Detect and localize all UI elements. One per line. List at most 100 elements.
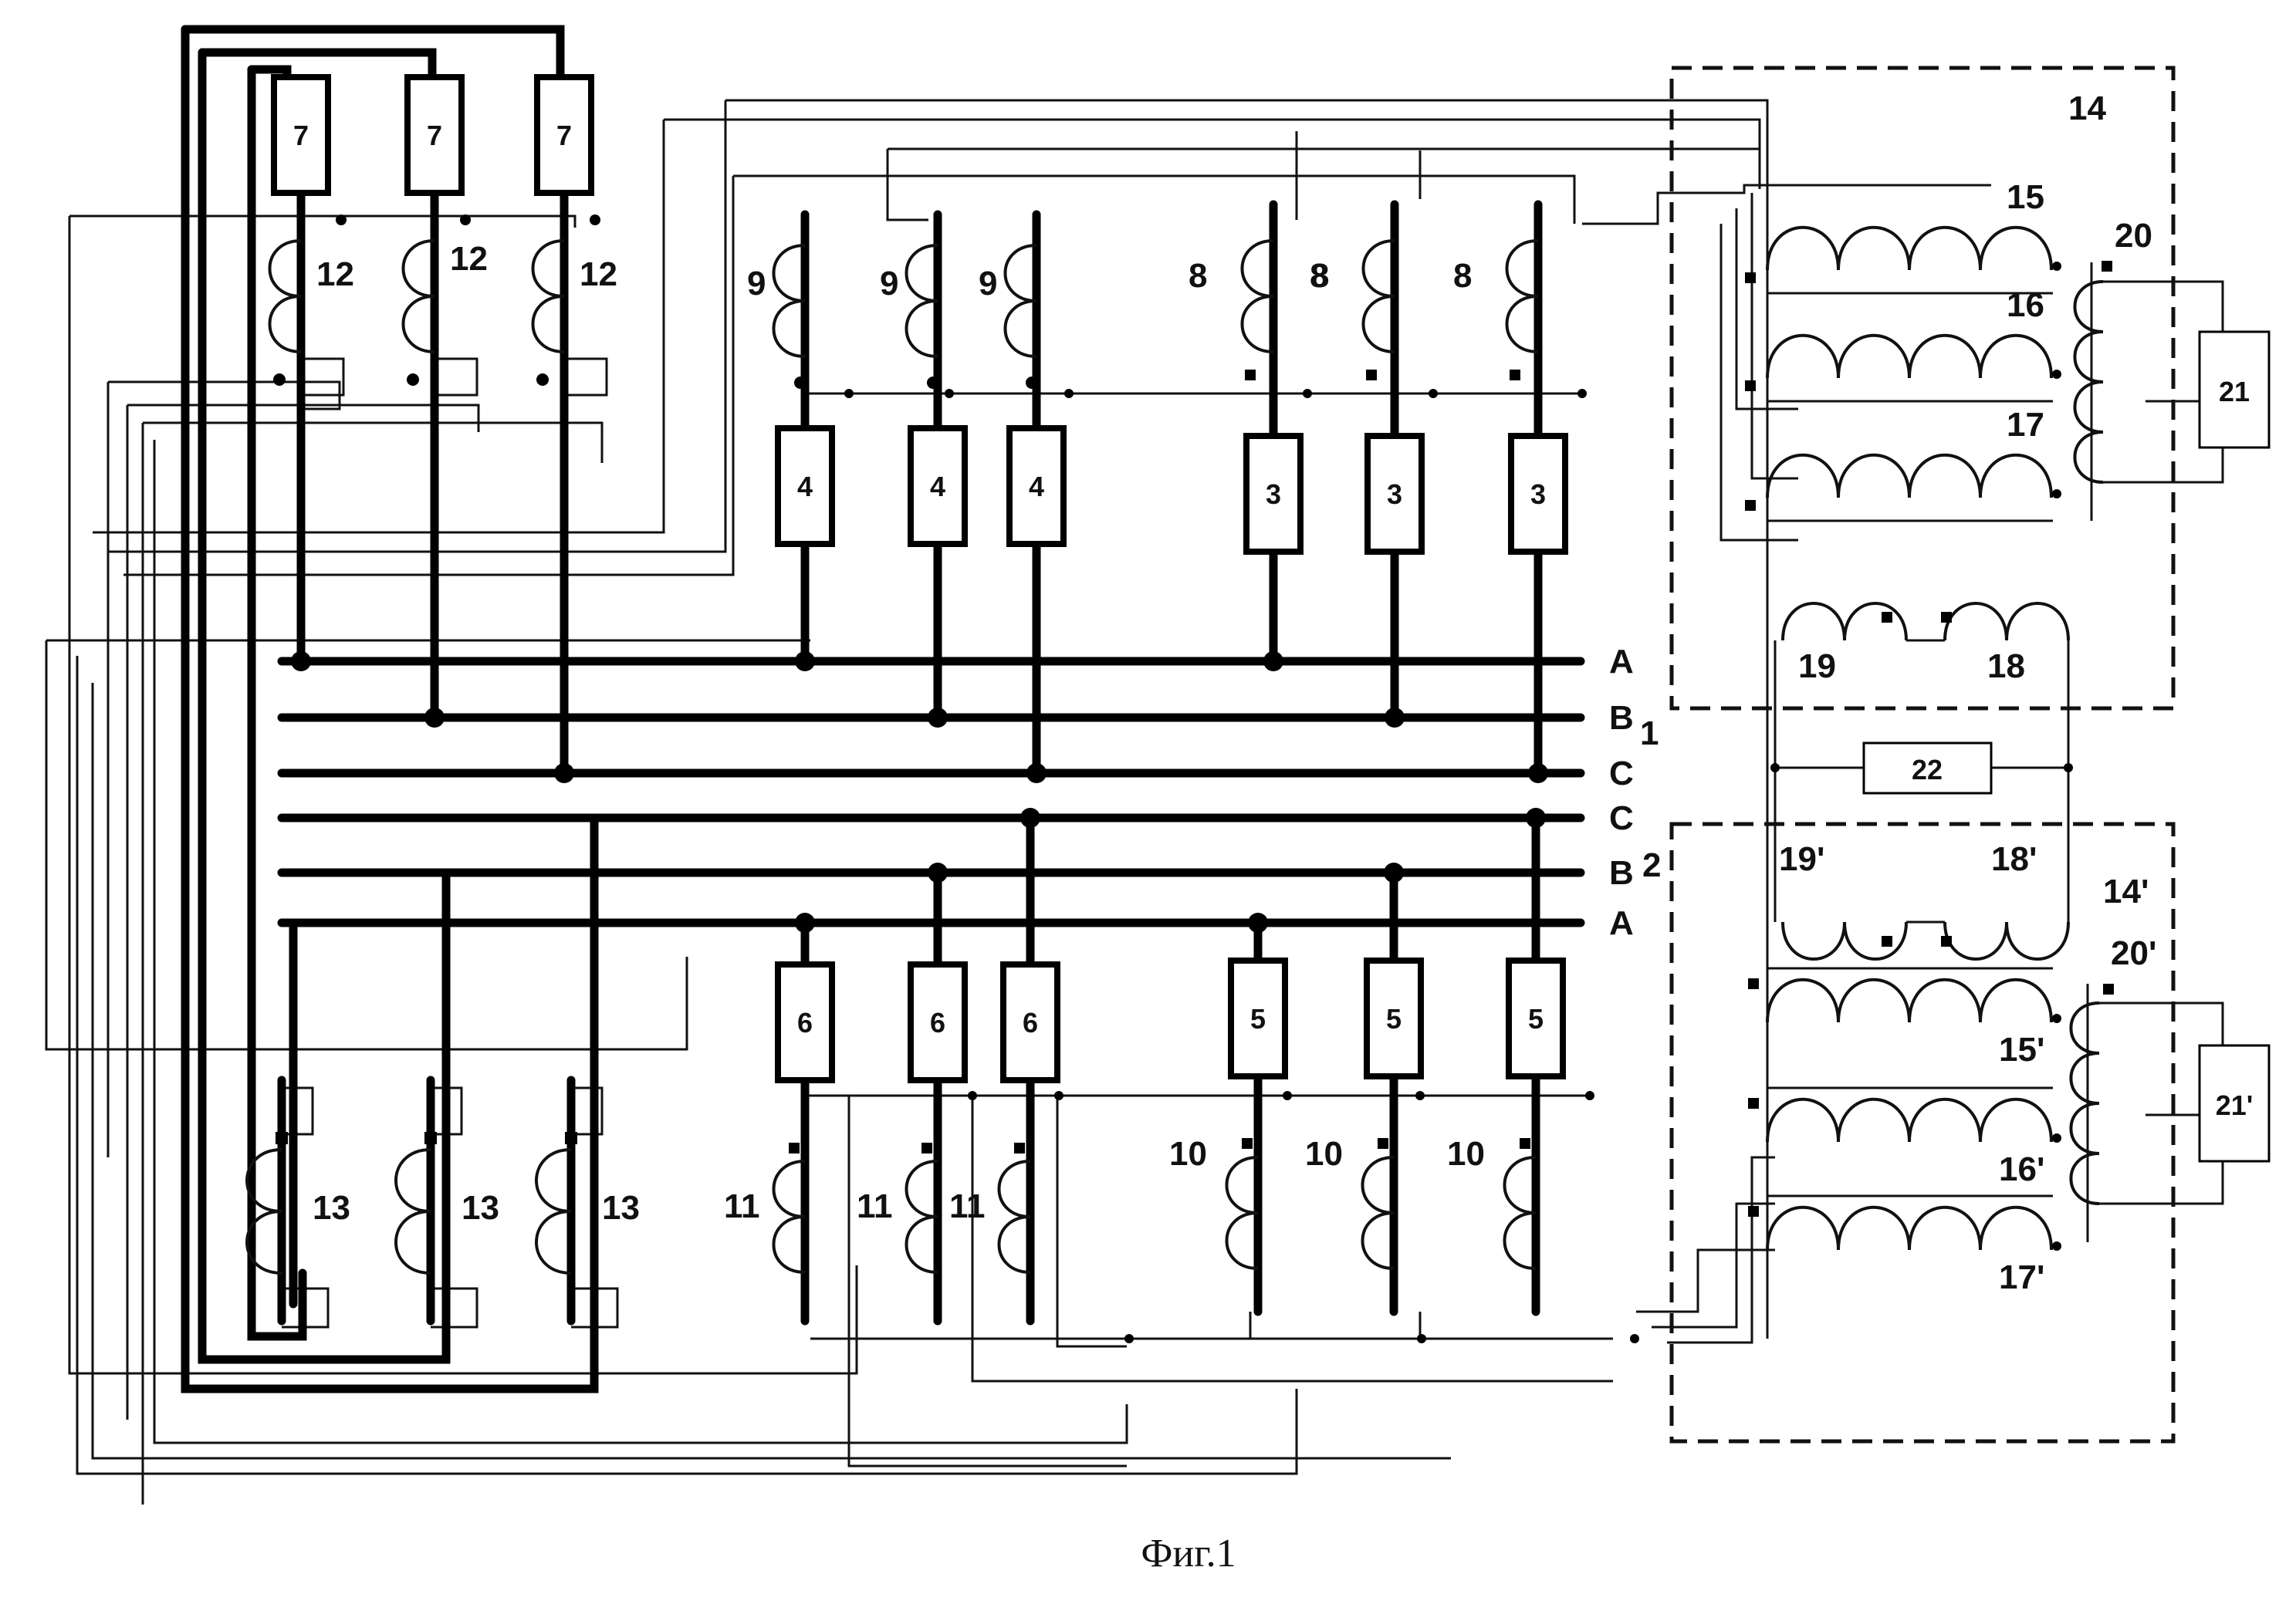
unit-14p-frame [1672, 824, 2173, 1441]
polarity-mark [1242, 1138, 1253, 1149]
junction-dot [1528, 763, 1548, 783]
wire [1721, 224, 1798, 540]
bus1-number: 1 [1640, 714, 1659, 752]
coil-10-3 [1505, 1157, 1537, 1268]
polarity-mark [1366, 370, 1377, 380]
junction-dot [1064, 389, 1074, 398]
polarity-mark [1510, 370, 1520, 380]
winding-w17-label: 17 [2007, 406, 2044, 444]
polarity-mark [1748, 978, 1759, 989]
junction-dot [1026, 763, 1047, 783]
thin-wiring [46, 100, 2223, 1505]
polarity-mark [1748, 1206, 1759, 1217]
coil-10-2 [1363, 1157, 1395, 1268]
block-5-2-label: 5 [1386, 1003, 1402, 1035]
polarity-mark [1941, 612, 1952, 623]
coil-11-2 [907, 1161, 938, 1272]
winding-w17p [1767, 1208, 2051, 1250]
coil-11-label-3: 11 [949, 1187, 986, 1225]
coil-13-label-3: 13 [602, 1189, 640, 1227]
junction-dot [1263, 651, 1283, 671]
coil-13-2 [396, 1150, 431, 1273]
block-6-2-label: 6 [930, 1007, 945, 1039]
coil-12-3 [533, 241, 565, 352]
coil-11-3 [999, 1161, 1031, 1272]
winding-w15-label: 15 [2007, 178, 2044, 216]
junction-dot [336, 214, 347, 225]
junction-dot [795, 651, 815, 671]
junction-dot [1283, 1091, 1292, 1100]
wire [1057, 1096, 1127, 1346]
coil-12-label-2: 12 [450, 240, 488, 278]
junction-dot [928, 708, 948, 728]
polarity-mark [565, 1132, 577, 1144]
coil-11-1 [774, 1161, 806, 1272]
wire [564, 359, 607, 395]
wire [2099, 1003, 2223, 1045]
coil-12-label-3: 12 [580, 255, 617, 293]
junction-dot [1054, 1091, 1063, 1100]
block-7-3-label: 7 [556, 120, 572, 151]
block-5-3-label: 5 [1528, 1003, 1544, 1035]
wire [1582, 185, 1991, 224]
coil-8-label-extra: 8 [1310, 257, 1329, 295]
coil-10-label-3: 10 [1447, 1135, 1485, 1173]
junction-dot [1020, 808, 1040, 828]
junction-dot [460, 214, 471, 225]
coil-9-label-3: 9 [979, 265, 997, 302]
polarity-mark [1378, 1138, 1388, 1149]
polarity-mark [1941, 936, 1952, 947]
polarity-mark [1882, 936, 1892, 947]
coil-12-1 [270, 241, 302, 352]
unit-14p-label: 14' [2103, 873, 2149, 910]
coil-10-label-1: 10 [1169, 1135, 1207, 1173]
junction-dot [1429, 389, 1438, 398]
coil-13-3 [536, 1150, 571, 1273]
winding-w17p-label: 17' [1999, 1258, 2044, 1296]
winding-w18p-label: 18' [1991, 840, 2037, 878]
wire [202, 52, 446, 1359]
junction-dot [1026, 377, 1038, 389]
winding-w15p-label: 15' [1999, 1031, 2044, 1069]
coil-8-3 [1507, 241, 1539, 352]
wire [431, 1289, 477, 1327]
bus2-phase-c: C [1609, 799, 1634, 837]
block-3-2-label: 3 [1387, 478, 1402, 510]
block-7-1-label: 7 [293, 120, 309, 151]
wire [77, 656, 1297, 1474]
block-6-3-label: 6 [1023, 1007, 1038, 1039]
winding-w20p-label: 20' [2111, 934, 2156, 972]
wire [301, 359, 343, 395]
junction-dot [554, 763, 574, 783]
winding-w18p [1945, 922, 2068, 959]
figure-caption: Фиг.1 [1141, 1532, 1236, 1576]
coil-9-label-2: 9 [880, 265, 898, 302]
wire [2103, 448, 2223, 482]
junction-dot [1577, 389, 1587, 398]
winding-w16-label: 16 [2007, 286, 2044, 324]
winding-w16p [1767, 1099, 2051, 1142]
unit-14-label: 14 [2068, 90, 2106, 127]
wire [69, 216, 575, 228]
polarity-mark [2102, 261, 2112, 272]
winding-w18-label: 18 [1987, 647, 2025, 685]
block-7-2-label: 7 [427, 120, 442, 151]
junction-dot [2052, 1241, 2061, 1251]
junction-dot [2052, 489, 2061, 498]
junction-dot [2052, 262, 2061, 271]
polarity-mark [1245, 370, 1256, 380]
thick-wiring [185, 29, 1581, 1389]
block-6-1-label: 6 [797, 1007, 813, 1039]
polarity-mark [1748, 1098, 1759, 1109]
junction-dot [1526, 808, 1546, 828]
polarity-mark [424, 1132, 437, 1144]
winding-w16 [1767, 336, 2051, 378]
coil-11-label-1: 11 [724, 1187, 760, 1225]
junction-dot [2052, 1133, 2061, 1143]
junction-dot [1770, 763, 1780, 772]
junction-dot [273, 373, 286, 386]
bus2-phase-a: A [1609, 904, 1634, 942]
junction-dot [1384, 863, 1404, 883]
bus2-number: 2 [1642, 846, 1661, 884]
junction-dot [1248, 913, 1268, 933]
